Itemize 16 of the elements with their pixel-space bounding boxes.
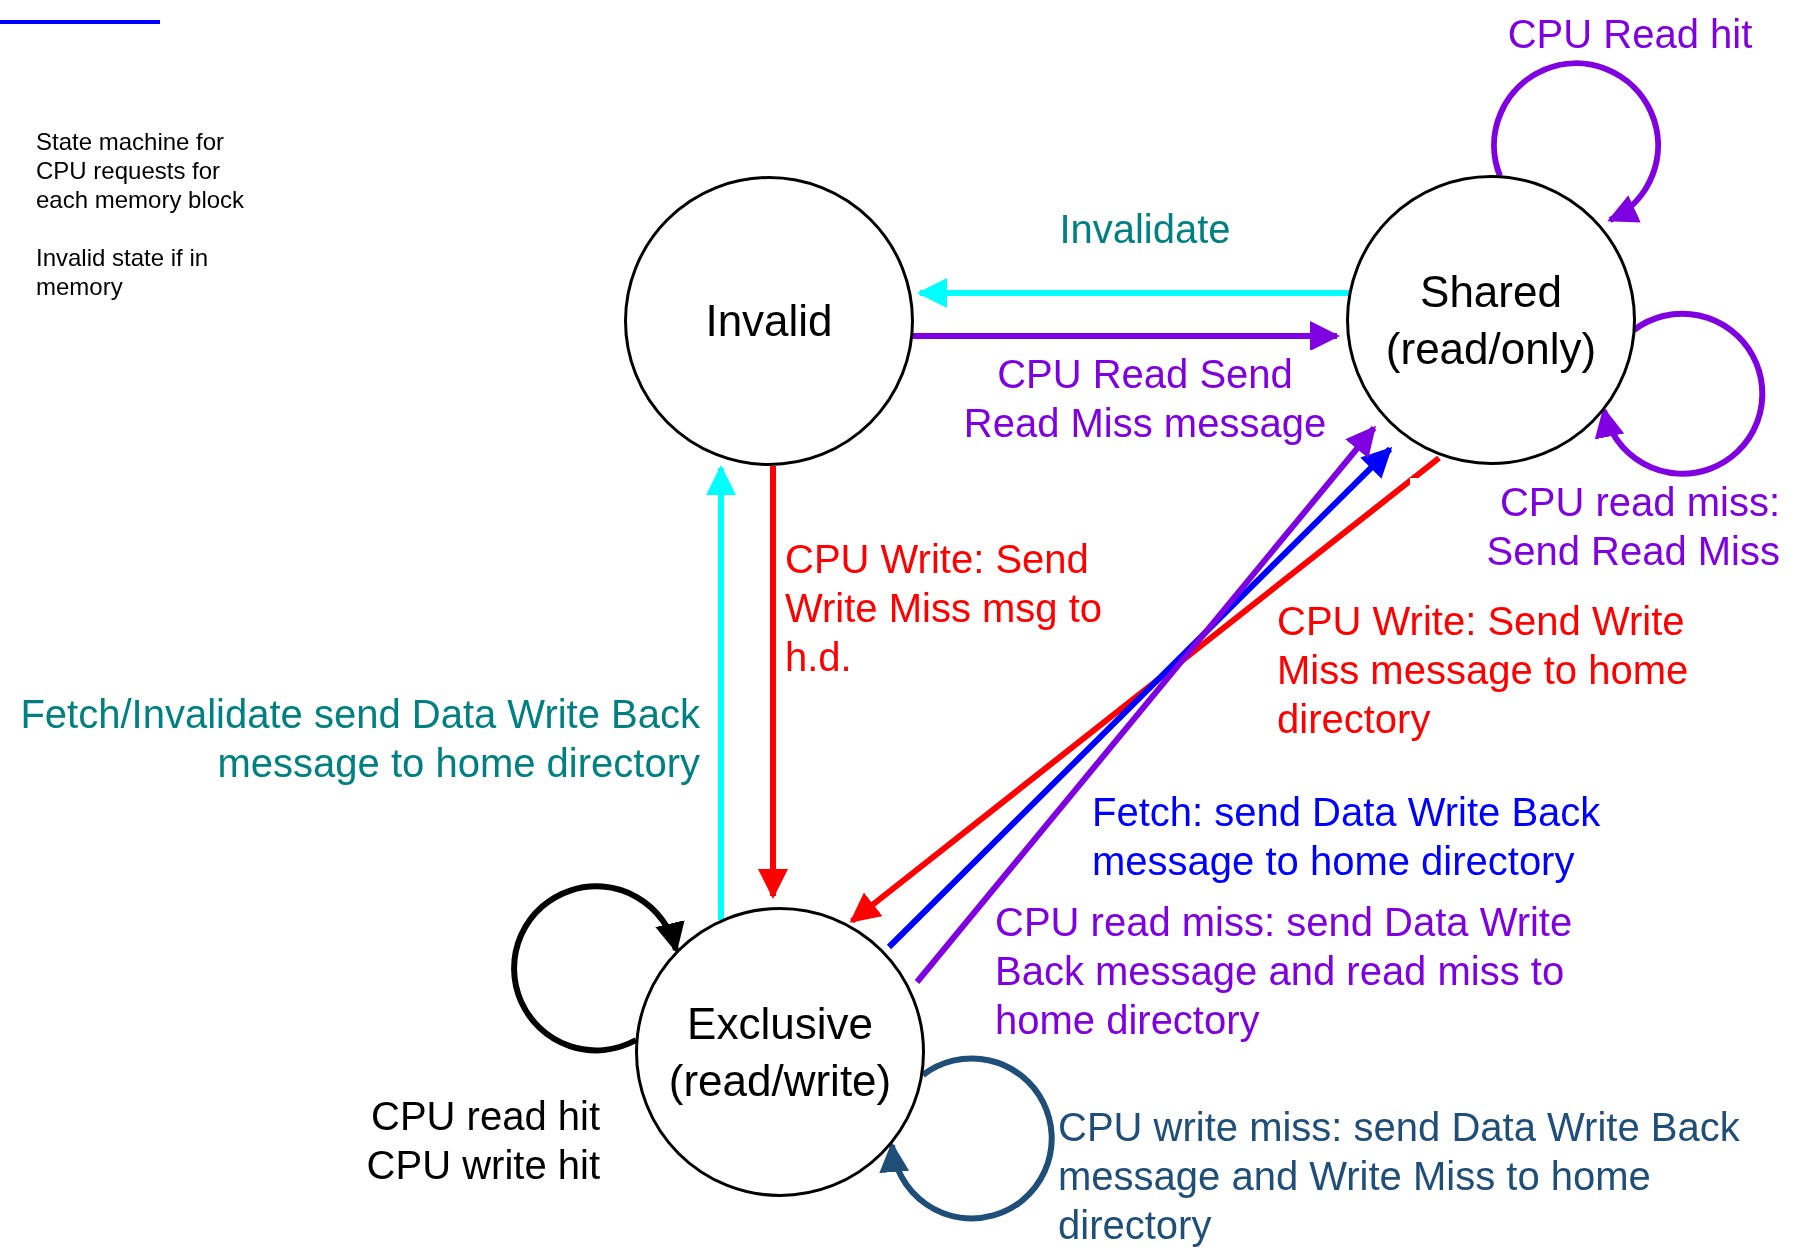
arrow <box>914 425 1377 984</box>
note-text: State machine for CPU requests for each memory block <box>36 128 246 215</box>
state-circle: Shared (read/only) <box>1346 175 1636 465</box>
arrow <box>886 446 1393 950</box>
arrow <box>913 321 1340 351</box>
state-circle: Exclusive (read/write) <box>635 907 925 1197</box>
arrow <box>1596 310 1766 477</box>
arrow <box>758 466 788 899</box>
arrow <box>511 883 683 1054</box>
arrow <box>849 455 1441 924</box>
note-text: Invalid state if in memory <box>36 244 210 302</box>
arrow <box>1491 60 1661 223</box>
arrow <box>881 1055 1055 1222</box>
arrow <box>706 465 736 920</box>
state-circle: Invalid <box>624 176 914 466</box>
arrow <box>917 278 1349 308</box>
